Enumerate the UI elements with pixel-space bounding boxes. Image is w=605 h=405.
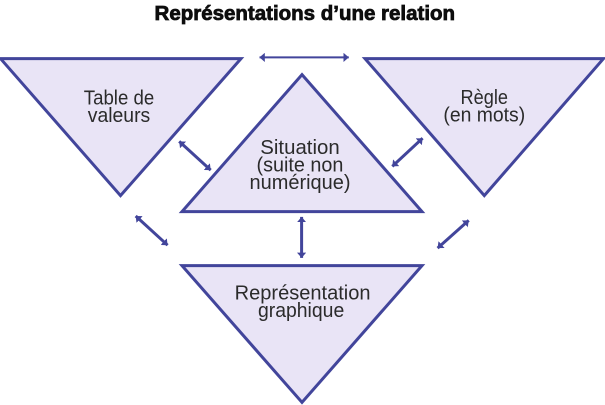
svg-text:Représentations d’une relation: Représentations d’une relation [155, 3, 456, 25]
svg-text:(en mots): (en mots) [443, 105, 525, 127]
svg-text:Situation: Situation [260, 137, 339, 159]
svg-text:Représentation: Représentation [235, 283, 371, 305]
svg-text:(suite non: (suite non [257, 155, 344, 177]
svg-text:graphique: graphique [258, 300, 344, 322]
svg-text:valeurs: valeurs [88, 105, 151, 127]
svg-text:Règle: Règle [461, 87, 509, 109]
svg-text:numérique): numérique) [250, 172, 351, 194]
svg-text:Table de: Table de [84, 87, 155, 109]
